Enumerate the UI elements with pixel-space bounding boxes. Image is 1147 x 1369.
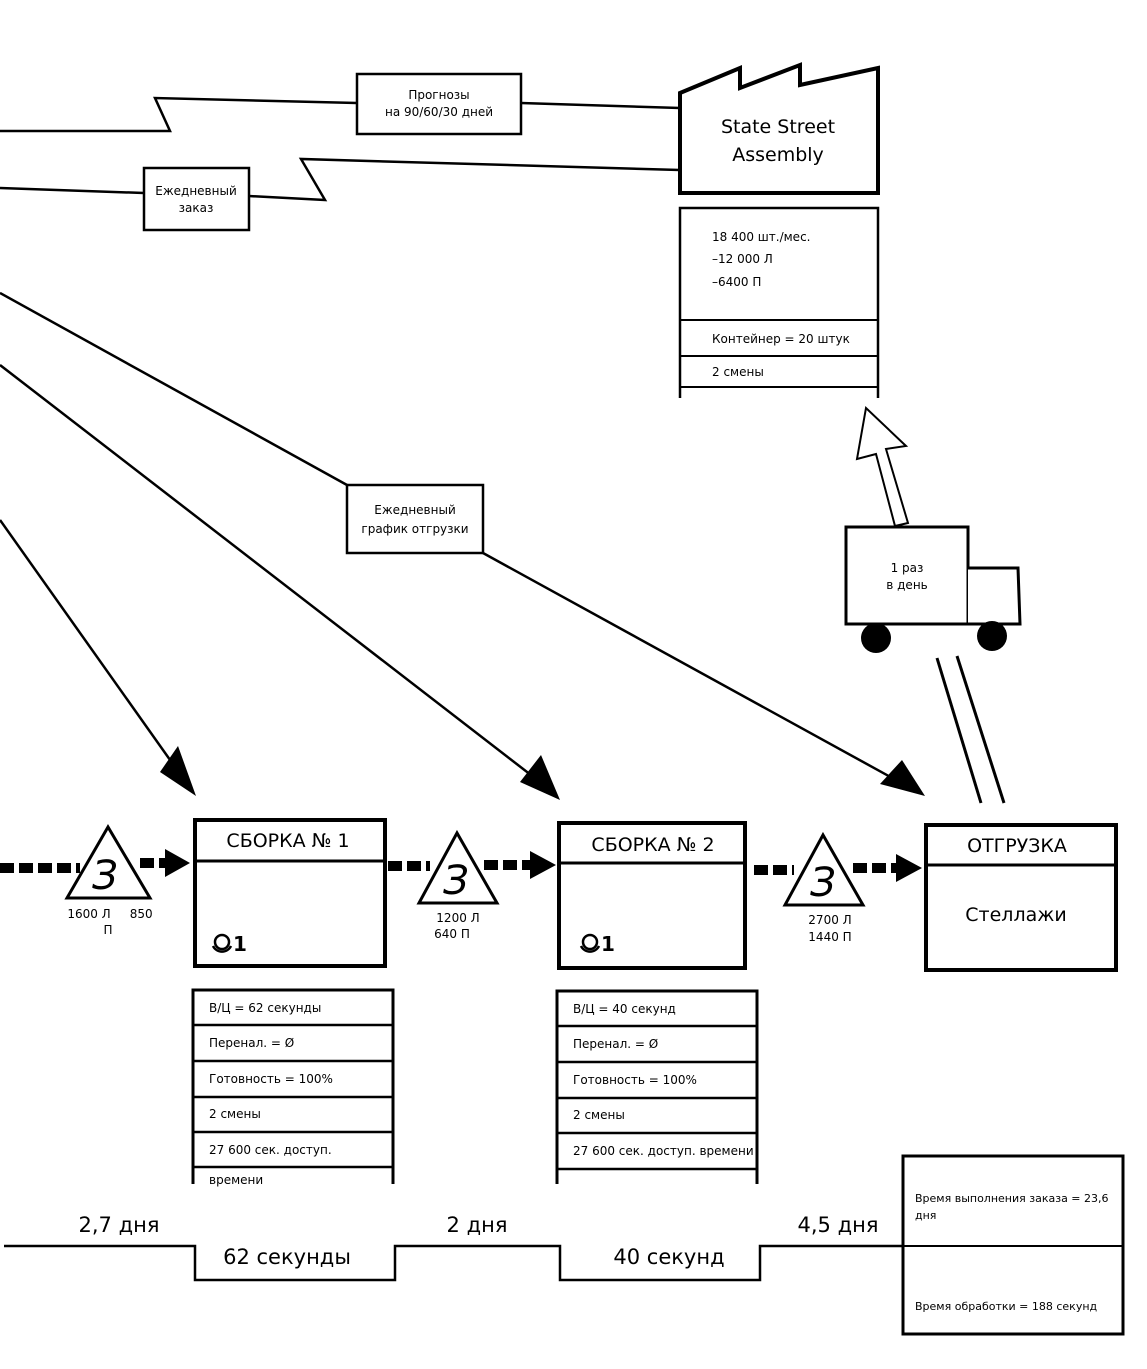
process-1-operators: 1 <box>233 932 247 956</box>
schedule-arrow-assembly2-head <box>520 755 560 800</box>
inventory-1-qty-line2: П <box>103 923 112 937</box>
forecast-flow-line-right <box>520 101 681 110</box>
data-box-assembly-1: В/Ц = 62 секунды Перенал. = Ø Готовность… <box>191 988 395 1187</box>
timeline-line <box>4 1244 903 1282</box>
operator-icon <box>579 933 601 953</box>
customer-name-line2: Assembly <box>732 144 824 166</box>
shipping-schedule-box: Ежедневный график отгрузки <box>345 483 485 555</box>
inventory-2-qty-line2: 640 П <box>434 927 470 941</box>
operator-icon <box>211 933 233 953</box>
inventory-3-icon-letter: З <box>810 860 836 906</box>
process-1-cycle-time: В/Ц = 62 секунды <box>209 1001 321 1015</box>
process-2-uptime: Готовность = 100% <box>573 1073 697 1087</box>
process-assembly-2: СБОРКА № 2 1 <box>557 821 747 970</box>
process-3-title: ОТГРУЗКА <box>967 835 1067 857</box>
schedule-arrow-shipping-head <box>880 760 925 796</box>
customer-demand: 18 400 шт./мес. <box>712 230 810 244</box>
customer-demand-p: –6400 П <box>712 275 761 289</box>
inventory-triangle-2: З 1200 Л 640 П <box>416 829 500 941</box>
truck-icon: 1 раз в день <box>844 525 1022 653</box>
timeline-process-1: 62 секунды <box>223 1245 351 1269</box>
inventory-3-qty-line1: 2700 Л <box>808 913 851 927</box>
daily-order-flow-line-right <box>248 157 681 202</box>
inventory-triangle-3: З 2700 Л 1440 П <box>782 831 866 944</box>
forecast-flow-line <box>0 96 358 133</box>
schedule-arrow-assembly2 <box>0 364 541 783</box>
process-1-available-time: 27 600 сек. доступ. <box>209 1143 332 1157</box>
process-2-operators: 1 <box>601 932 615 956</box>
schedule-arrow-shipping-b <box>482 551 906 787</box>
inventory-3-qty-line2: 1440 П <box>808 930 851 944</box>
push-arrow-2 <box>388 851 556 879</box>
inventory-2-icon-letter: З <box>443 858 469 904</box>
process-assembly-1: СБОРКА № 1 1 <box>193 818 387 968</box>
forecast-label-line2: на 90/60/30 дней <box>385 105 493 119</box>
daily-order-label-line1: Ежедневный <box>155 184 237 198</box>
truck-link-line-b <box>955 655 1006 804</box>
timeline-summary-box: Время выполнения заказа = 23,6 дня Время… <box>901 1154 1125 1336</box>
processing-time: Время обработки = 188 секунд <box>915 1300 1098 1313</box>
inventory-2-qty-line1: 1200 Л <box>436 911 479 925</box>
truck-frequency-line2: в день <box>886 578 927 592</box>
push-arrow-3 <box>754 854 922 882</box>
process-1-available-time-cont: времени <box>209 1173 263 1187</box>
data-box-assembly-2: В/Ц = 40 секунд Перенал. = Ø Готовность … <box>555 989 759 1184</box>
daily-order-label-line2: заказ <box>179 201 214 215</box>
customer-name-line1: State Street <box>721 116 835 138</box>
process-1-changeover: Перенал. = Ø <box>209 1036 294 1050</box>
daily-order-flow-line <box>0 186 145 195</box>
schedule-arrow-assembly1 <box>0 519 182 775</box>
customer-shifts: 2 смены <box>712 365 764 379</box>
process-3-body: Стеллажи <box>965 904 1066 926</box>
process-1-uptime: Готовность = 100% <box>209 1072 333 1086</box>
forecast-box: Прогнозы на 90/60/30 дней <box>355 72 523 136</box>
customer-data-box: 18 400 шт./мес. –12 000 Л –6400 П Контей… <box>678 206 880 398</box>
shipping-schedule-line2: график отгрузки <box>361 522 468 536</box>
timeline-wait-2: 2 дня <box>447 1213 508 1237</box>
timeline-wait-3: 4,5 дня <box>798 1213 879 1237</box>
daily-order-box: Ежедневный заказ <box>142 166 251 232</box>
process-2-title: СБОРКА № 2 <box>591 834 714 856</box>
process-1-shifts: 2 смены <box>209 1107 261 1121</box>
push-arrow-1 <box>0 849 190 877</box>
schedule-arrow-assembly1-head <box>160 746 196 796</box>
shipping-schedule-line1: Ежедневный <box>374 503 456 517</box>
truck-frequency-line1: 1 раз <box>891 561 924 575</box>
timeline-process-2: 40 секунд <box>613 1245 724 1269</box>
lead-time-line2: дня <box>915 1209 936 1222</box>
inventory-triangle-1: З 1600 Л 850 П <box>64 824 153 937</box>
shipment-arrow <box>855 405 910 528</box>
process-1-title: СБОРКА № 1 <box>226 830 349 852</box>
customer-factory-icon: State Street Assembly <box>678 62 880 195</box>
lead-time-line1: Время выполнения заказа = 23,6 <box>915 1192 1109 1205</box>
customer-demand-l: –12 000 Л <box>712 252 773 266</box>
inventory-1-qty-line1: 1600 Л 850 <box>67 907 152 921</box>
schedule-arrow-shipping-a <box>0 291 348 487</box>
inventory-1-icon-letter: З <box>92 853 118 899</box>
process-2-shifts: 2 смены <box>573 1108 625 1122</box>
process-2-available-time: 27 600 сек. доступ. времени <box>573 1144 754 1158</box>
process-2-changeover: Перенал. = Ø <box>573 1037 658 1051</box>
timeline-wait-1: 2,7 дня <box>79 1213 160 1237</box>
forecast-label-line1: Прогнозы <box>408 88 469 102</box>
customer-container: Контейнер = 20 штук <box>712 332 850 346</box>
process-2-cycle-time: В/Ц = 40 секунд <box>573 1002 676 1016</box>
process-shipping: ОТГРУЗКА Стеллажи <box>924 823 1118 972</box>
truck-link-line-a <box>935 657 983 804</box>
